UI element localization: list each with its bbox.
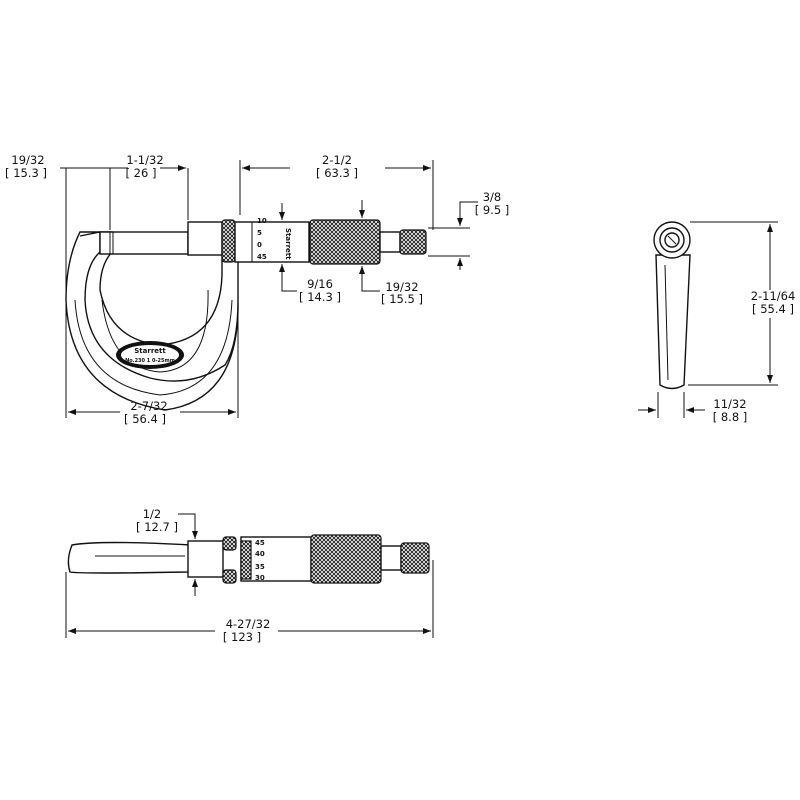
dim-imperial: 19/32 [385,280,418,294]
scale-mark: 45 [255,539,265,547]
dim-metric: [ 56.4 ] [124,412,166,426]
frame [65,231,239,411]
side-view: 2-11/64 [ 55.4 ] 11/32 [ 8.8 ] [638,221,796,424]
dim-metric: [ 12.7 ] [136,520,178,534]
dim-imperial: 2-11/64 [751,289,796,303]
front-view: Starrett No.230 1 0-25mm 10 5 0 45 Starr… [5,153,509,426]
frame-top [67,541,191,574]
dim-throat-opening: 1-1/32 [ 26 ] [126,153,164,180]
sleeve-brand: Starrett [284,228,292,260]
scale-mark: 35 [255,563,265,571]
dim-imperial: 9/16 [307,277,333,291]
dim-metric: [ 9.5 ] [475,203,510,217]
lock-nut [221,219,236,263]
dim-imperial: 3/8 [483,190,502,204]
dim-imperial: 2-1/2 [322,153,352,167]
dim-barrel-diameter: 1/2 [ 12.7 ] [136,507,178,534]
dim-spindle-length: 2-1/2 [ 63.3 ] [316,153,358,180]
top-view: 45 40 35 30 1/2 [ 12.7 ] 4-27/32 [ 123 ] [65,507,434,644]
dim-metric: [ 26 ] [126,166,157,180]
dim-metric: [ 8.8 ] [713,410,748,424]
thimble-top [310,534,382,584]
dim-metric: [ 123 ] [223,630,261,644]
dim-anvil-offset: 19/32 [ 15.3 ] [5,153,47,180]
scale-mark: 10 [257,217,267,225]
dim-imperial: 1/2 [143,507,162,521]
lock-nut-bottom [222,569,237,584]
dim-imperial: 1-1/32 [126,153,163,167]
dim-frame-thickness: 11/32 [ 8.8 ] [713,397,748,424]
dim-frame-height: 2-11/64 [ 55.4 ] [751,289,796,316]
barrel [187,540,224,578]
model-text: No.230 1 0-25mm [125,358,175,364]
lock-nut-top [222,536,237,551]
spindle-lock [187,221,223,256]
dim-sleeve-diameter: 19/32 [ 15.5 ] [381,280,423,306]
ratchet-shaft-top [380,545,402,571]
scale-mark: 40 [255,550,265,558]
dim-metric: [ 55.4 ] [752,302,794,316]
ratchet-top [400,542,430,574]
dim-imperial: 19/32 [11,153,44,167]
dim-overall-length: 4-27/32 [ 123 ] [223,617,270,644]
frame-side [655,254,691,390]
dim-metric: [ 15.5 ] [381,292,423,306]
ratchet-shaft [379,231,401,253]
ratchet [399,229,427,255]
dim-imperial: 4-27/32 [226,617,271,631]
dim-metric: [ 15.3 ] [5,166,47,180]
vernier-scale [240,540,252,580]
dim-imperial: 2-7/32 [130,399,167,413]
thimble [309,219,381,265]
dim-metric: [ 14.3 ] [299,290,341,304]
dim-thimble-diameter: 9/16 [ 14.3 ] [299,277,341,304]
dim-metric: [ 63.3 ] [316,166,358,180]
sleeve [234,221,310,263]
scale-mark: 5 [257,229,262,237]
dim-frame-width: 2-7/32 [ 56.4 ] [124,399,168,426]
scale-mark: 30 [255,574,265,582]
brand-logo: Starrett [134,347,166,355]
dim-imperial: 11/32 [713,397,746,411]
scale-mark: 0 [257,241,262,249]
scale-mark: 45 [257,253,267,261]
dim-ratchet-diameter: 3/8 [ 9.5 ] [475,190,510,217]
